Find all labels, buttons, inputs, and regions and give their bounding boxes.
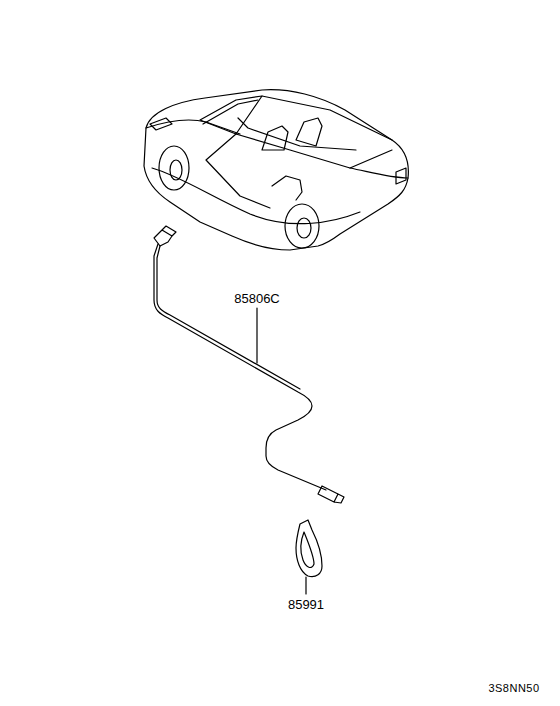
taillight <box>396 168 406 184</box>
cable-clip <box>296 520 322 577</box>
seat-right <box>296 118 322 146</box>
clip-inner <box>301 532 314 567</box>
cable-connector-top <box>154 226 176 246</box>
callout-number: 85991 <box>287 597 325 612</box>
windshield <box>200 96 262 134</box>
car-body <box>144 90 408 250</box>
side-line <box>152 168 360 224</box>
rear-wheel <box>285 204 319 248</box>
antenna-cable <box>154 226 344 503</box>
car-hood <box>146 120 240 134</box>
headlight <box>150 118 172 130</box>
cable-line-inner <box>157 246 300 389</box>
car-illustration <box>144 90 408 250</box>
leader-line <box>256 308 257 363</box>
front-wheel <box>159 146 189 190</box>
cable-connector-end <box>318 486 344 503</box>
callout-number: 85806C <box>233 291 281 306</box>
cable-line <box>154 244 326 490</box>
cable-in-car <box>238 118 356 200</box>
front-wheel-hub <box>170 160 182 180</box>
rear-deck <box>350 168 408 178</box>
leader-line <box>305 577 306 594</box>
figure-code: 3S8NN50 <box>487 682 540 695</box>
clip-band <box>296 520 322 577</box>
windshield-frame <box>203 100 258 124</box>
seat-left <box>262 126 288 150</box>
rear-wheel-hub <box>297 218 311 238</box>
